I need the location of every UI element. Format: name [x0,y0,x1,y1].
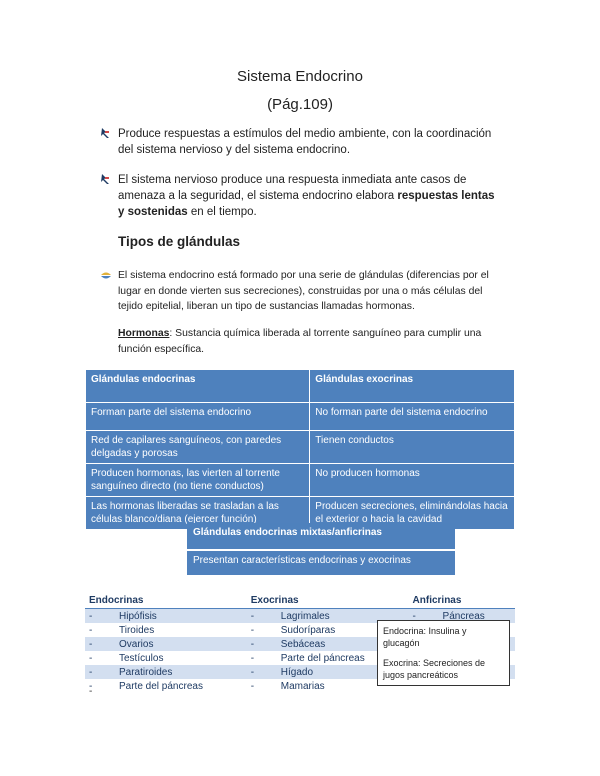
trailing-dash: - [89,686,93,697]
bullet-item-2: El sistema nervioso produce una respuest… [100,172,500,220]
mixed-glands-body: Presentan características endocrinas y e… [187,551,455,575]
table-cell: No forman parte del sistema endocrino [309,402,515,431]
list-cell: -Lagrimales [246,608,409,623]
list-cell: -Testículos [89,652,164,664]
section-subtitle: Tipos de glándulas [118,234,241,249]
anficrinas-note-exocrine: Exocrina: Secreciones de jugos pancreáti… [383,658,486,680]
list-row: -Testículos -Parte del páncreas [85,651,515,665]
list-cell: -Paratiroides [85,665,247,679]
page-title: Sistema Endocrino [237,68,363,85]
bullet-text-3: El sistema endocrino está formado por un… [118,270,489,312]
table-header-cell: Glándulas exocrinas [309,369,515,403]
list-cell: -Parte del páncreas [250,652,365,664]
list-cell: -Hígado [246,665,409,679]
list-cell: -Sudoríparas [250,624,336,636]
table-row: Forman parte del sistema endocrino No fo… [84,402,515,431]
table-cell: No producen hormonas [309,463,515,497]
table-cell: Producen hormonas, las vierten al torren… [84,463,311,497]
list-row: -Tiroides -Sudoríparas [85,623,515,637]
table-header-cell: Glándulas endocrinas [84,369,311,403]
hand-pointer-icon [101,174,109,184]
list-cell: -Parte del páncreas [89,680,203,692]
table-row: Red de capilares sanguíneos, con paredes… [84,430,515,464]
list-header-cell: Anficrinas [408,592,515,609]
page-reference: (Pág.109) [267,96,333,113]
list-header-row: Endocrinas Exocrinas Anficrinas [85,592,515,609]
bullet-text-2: El sistema nervioso produce una respuest… [118,172,500,220]
bullet-item-3: El sistema endocrino está formado por un… [100,268,500,315]
hand-pointer-icon [101,128,109,138]
bullet-item-1: Produce respuestas a estímulos del medio… [100,126,500,158]
table-cell: Red de capilares sanguíneos, con paredes… [84,430,311,464]
list-header-cell: Exocrinas [246,592,409,609]
mixed-glands-header: Glándulas endocrinas mixtas/anficrinas [187,523,455,551]
anficrinas-note-endocrine: Endocrina: Insulina y glucagón [383,626,467,648]
bullet-text-2-end: en el tiempo. [187,206,257,218]
list-cell: -Hipófisis [85,608,247,623]
definition-text: : Sustancia química liberada al torrente… [118,328,482,355]
list-header-cell: Endocrinas [85,592,247,609]
anficrinas-note-box: Endocrina: Insulina y glucagón Exocrina:… [377,620,510,686]
table-cell: Forman parte del sistema endocrino [84,402,311,431]
glands-comparison-table: Glándulas endocrinas Glándulas exocrinas… [84,369,515,530]
mixed-glands-box: Glándulas endocrinas mixtas/anficrinas P… [187,523,455,575]
hormone-definition: Hormonas: Sustancia química liberada al … [118,326,508,357]
table-row: Producen hormonas, las vierten al torren… [84,463,515,497]
list-row: -Parte del páncreas -Mamarias [85,679,515,693]
bullet-text-1: Produce respuestas a estímulos del medio… [118,128,492,156]
hand-pointer-icon-colored [101,272,111,279]
definition-term: Hormonas [118,328,170,339]
bullet-text-2-bold: respuestas lentas y sostenidas [118,190,495,218]
list-cell: -Mamarias [250,680,325,692]
table-cell: Tienen conductos [309,430,515,464]
list-cell: -Sebáceas [246,637,409,651]
list-cell: -Páncreas [408,608,515,623]
list-cell: -Tiroides [89,624,155,636]
list-cell: -Ovarios [85,637,247,651]
table-header-row: Glándulas endocrinas Glándulas exocrinas [84,369,515,403]
bullet-text-2-start: El sistema nervioso produce una respuest… [118,174,467,202]
list-row: -Hipófisis -Lagrimales -Páncreas [85,608,515,623]
